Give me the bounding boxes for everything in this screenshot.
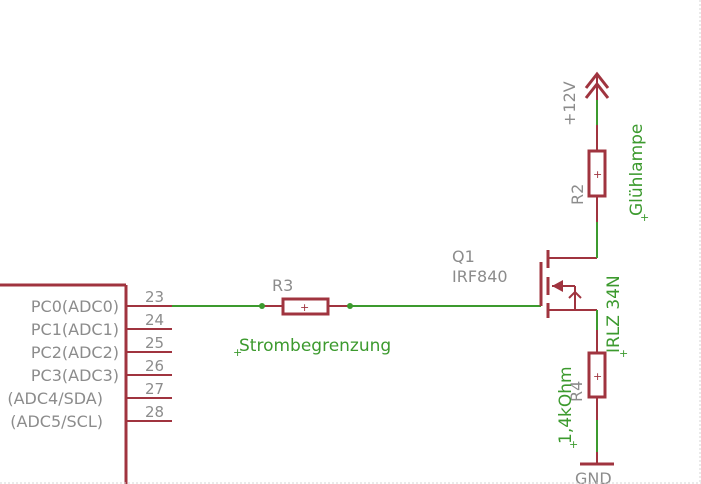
q1-body-arrow xyxy=(552,280,563,292)
mosfet-q1[interactable] xyxy=(539,250,597,318)
q1-value-label: IRLZ 34N xyxy=(604,275,624,353)
supply-arrow-inner xyxy=(584,81,610,99)
r2-origin-mark: + xyxy=(593,168,602,181)
pin-number-25: 25 xyxy=(145,334,164,352)
r3-name-label: R3 xyxy=(272,276,293,295)
pin-number-26: 26 xyxy=(145,357,164,375)
microcontroller[interactable] xyxy=(0,283,128,484)
q1-value-origin-mark: + xyxy=(619,347,628,360)
pin-name-pc3: PC3(ADC3) xyxy=(31,366,119,385)
gnd-label: GND xyxy=(575,469,612,484)
r2-name-label: R2 xyxy=(568,184,587,205)
r3-value-origin-mark: + xyxy=(233,346,242,359)
q1-name-label: Q1 xyxy=(452,247,475,266)
r4-value-label: 1,4kOhm xyxy=(556,366,576,444)
pin-name-pc2: PC2(ADC2) xyxy=(31,343,119,362)
resistor-r4[interactable]: + xyxy=(587,330,607,420)
ground-symbol[interactable] xyxy=(580,452,614,466)
pin-name-pc0: PC0(ADC0) xyxy=(31,297,119,316)
r3-value-label: Strombegrenzung xyxy=(239,336,391,356)
supply-12v[interactable] xyxy=(584,71,610,100)
pin-number-23: 23 xyxy=(145,288,164,306)
mcu-pin-lines xyxy=(126,305,172,422)
pin-name-adc4: (ADC4/SDA) xyxy=(7,389,103,408)
pin-name-adc5: (ADC5/SCL) xyxy=(10,412,103,431)
pin-number-28: 28 xyxy=(145,403,164,421)
r2-value-origin-mark: + xyxy=(640,211,649,224)
pin-number-27: 27 xyxy=(145,380,164,398)
pin-name-pc1: PC1(ADC1) xyxy=(31,320,119,339)
q1-diode-mark xyxy=(568,290,582,299)
q1-part-label: IRF840 xyxy=(452,267,508,286)
supply-label: +12V xyxy=(560,81,579,126)
r3-pad-left xyxy=(259,303,265,309)
r4-origin-mark: + xyxy=(593,370,602,383)
r4-name-label: R4 xyxy=(567,381,586,402)
r3-pad-right xyxy=(347,303,353,309)
pin-number-24: 24 xyxy=(145,311,164,329)
supply-arrow-outer xyxy=(584,71,610,89)
r2-value-label: Glühlampe xyxy=(627,124,647,216)
r3-origin-mark: + xyxy=(300,301,309,314)
resistor-r3[interactable]: + xyxy=(259,297,353,316)
resistor-r2[interactable]: + xyxy=(587,125,607,222)
r4-value-origin-mark: + xyxy=(569,438,578,451)
